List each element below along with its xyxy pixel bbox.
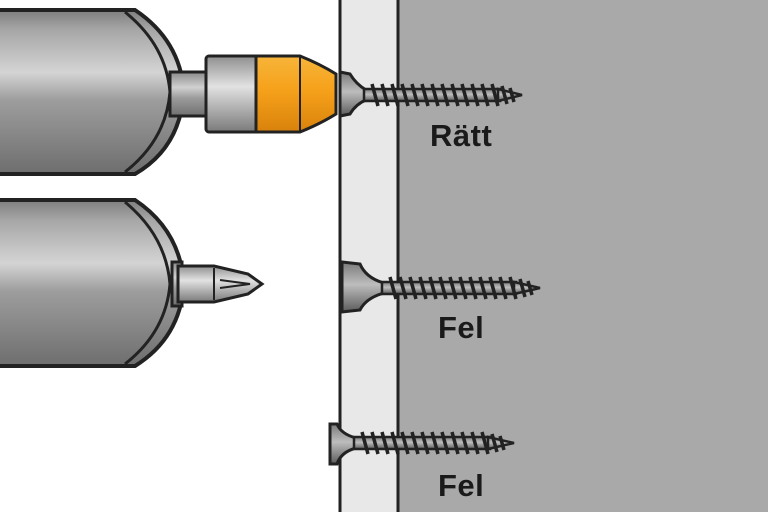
label-wrong-shallow: Fel xyxy=(438,468,485,503)
depth-stop-collar xyxy=(254,54,338,134)
wooden-stud xyxy=(396,0,768,512)
drill-with-phillips-bit-icon xyxy=(0,198,265,368)
drill-body xyxy=(0,198,187,368)
chuck xyxy=(168,70,210,118)
screw-too-shallow-icon xyxy=(328,422,515,466)
bit-holder-sleeve xyxy=(204,54,260,134)
screw-correct-depth-icon xyxy=(338,70,523,118)
wall xyxy=(338,0,768,512)
drill-body xyxy=(0,8,187,176)
drill-with-depth-stop-icon xyxy=(0,8,338,176)
label-correct: Rätt xyxy=(430,118,493,153)
screw-too-deep-icon xyxy=(340,260,541,314)
phillips-bit xyxy=(176,264,265,304)
label-wrong-deep: Fel xyxy=(438,310,485,345)
